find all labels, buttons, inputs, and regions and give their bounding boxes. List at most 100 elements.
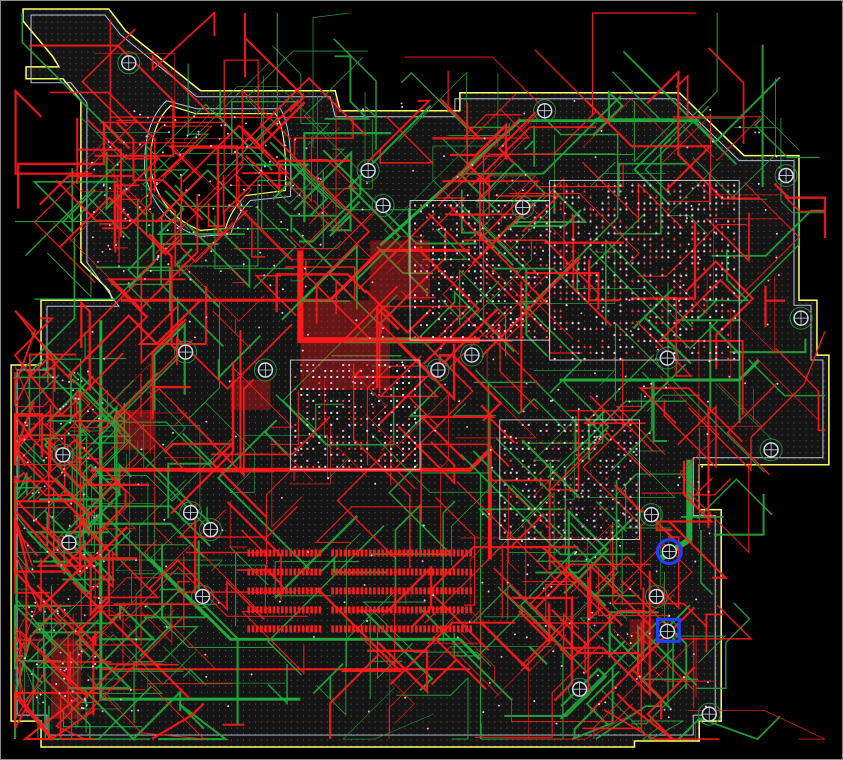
via xyxy=(598,438,601,441)
top-trace xyxy=(531,559,615,624)
bga-ball xyxy=(571,202,574,205)
via xyxy=(269,284,272,287)
bottom-trace xyxy=(780,117,825,214)
bga-ball xyxy=(360,423,363,426)
dimm-pad xyxy=(268,568,271,576)
via xyxy=(60,437,63,440)
via xyxy=(143,277,146,280)
bga-ball xyxy=(521,465,524,468)
dimm-pad xyxy=(285,625,288,633)
bga-ball xyxy=(449,258,452,261)
via xyxy=(269,160,271,163)
bga-ball xyxy=(312,370,315,373)
via xyxy=(43,485,46,488)
top-trace xyxy=(210,416,331,456)
bga-ball xyxy=(599,459,602,462)
via xyxy=(632,451,635,454)
via xyxy=(655,570,658,573)
dimm-pad xyxy=(352,568,355,576)
via xyxy=(94,466,97,469)
bga-ball xyxy=(613,232,616,235)
via xyxy=(301,234,304,237)
bga-ball xyxy=(420,204,422,207)
bga-ball xyxy=(601,322,604,325)
bga-ball xyxy=(497,264,500,267)
top-trace xyxy=(520,561,567,667)
top-trace xyxy=(341,285,399,343)
via xyxy=(504,515,507,518)
bga-ball xyxy=(643,310,646,313)
bga-ball xyxy=(611,465,614,468)
dimm-pad xyxy=(347,568,351,576)
via xyxy=(102,560,105,563)
bga-ball xyxy=(587,441,590,444)
bga-ball xyxy=(497,300,500,303)
via-layer xyxy=(23,100,781,730)
bga-ball xyxy=(539,519,542,522)
bga-ball xyxy=(583,268,586,271)
bga-ball xyxy=(408,441,411,444)
bga-ball xyxy=(414,441,417,444)
bga-ball xyxy=(569,447,572,450)
dimm-pad xyxy=(343,625,347,633)
bga-ball xyxy=(449,204,452,207)
bga-ball xyxy=(575,507,578,510)
bga-ball xyxy=(553,316,556,319)
bga-ball xyxy=(617,453,620,456)
via xyxy=(91,236,94,239)
bga-ball xyxy=(527,537,530,540)
bga-ball xyxy=(384,459,387,462)
top-trace xyxy=(97,683,233,740)
via xyxy=(51,516,54,519)
bga-ball xyxy=(631,238,634,241)
dimm-pad xyxy=(272,587,276,595)
via xyxy=(83,698,86,701)
top-trace xyxy=(245,155,351,192)
bga-ball xyxy=(595,184,598,187)
dimm-pad xyxy=(306,606,309,614)
via xyxy=(212,207,215,210)
bga-ball xyxy=(661,310,664,313)
via xyxy=(138,143,141,146)
via xyxy=(475,300,478,303)
bga-ball xyxy=(721,316,724,319)
bga-ball xyxy=(342,429,345,432)
via xyxy=(86,370,89,373)
via xyxy=(157,254,160,257)
bga-ball xyxy=(631,322,634,325)
via xyxy=(572,238,575,241)
bga-ball xyxy=(559,322,562,325)
bga-ball xyxy=(414,306,417,309)
hole-crosshair xyxy=(376,198,391,213)
bga-outline xyxy=(289,359,421,471)
bga-ball xyxy=(679,292,682,295)
via xyxy=(451,276,454,279)
bga-ball xyxy=(521,246,524,249)
top-trace xyxy=(424,544,503,624)
bga-ball xyxy=(691,262,694,265)
bga-ball xyxy=(515,234,518,237)
top-trace xyxy=(18,502,84,611)
bga-ball xyxy=(721,328,724,331)
top-trace xyxy=(522,581,584,594)
bga-ball xyxy=(431,246,434,249)
bga-ball xyxy=(649,238,652,241)
dimm-pad xyxy=(335,568,339,576)
via xyxy=(628,400,631,403)
bga-ball xyxy=(727,190,730,193)
bga-ball xyxy=(515,294,518,297)
via xyxy=(609,602,612,605)
bga-ball xyxy=(515,276,518,279)
via xyxy=(283,144,286,147)
top-trace xyxy=(164,138,253,191)
bga-ball xyxy=(414,336,417,339)
via xyxy=(564,430,567,433)
bga-ball xyxy=(559,226,562,229)
bga-ball xyxy=(599,507,602,510)
bga-ball xyxy=(384,465,387,468)
via xyxy=(708,360,711,363)
bottom-trace xyxy=(333,38,377,150)
bga-ball xyxy=(715,184,718,187)
